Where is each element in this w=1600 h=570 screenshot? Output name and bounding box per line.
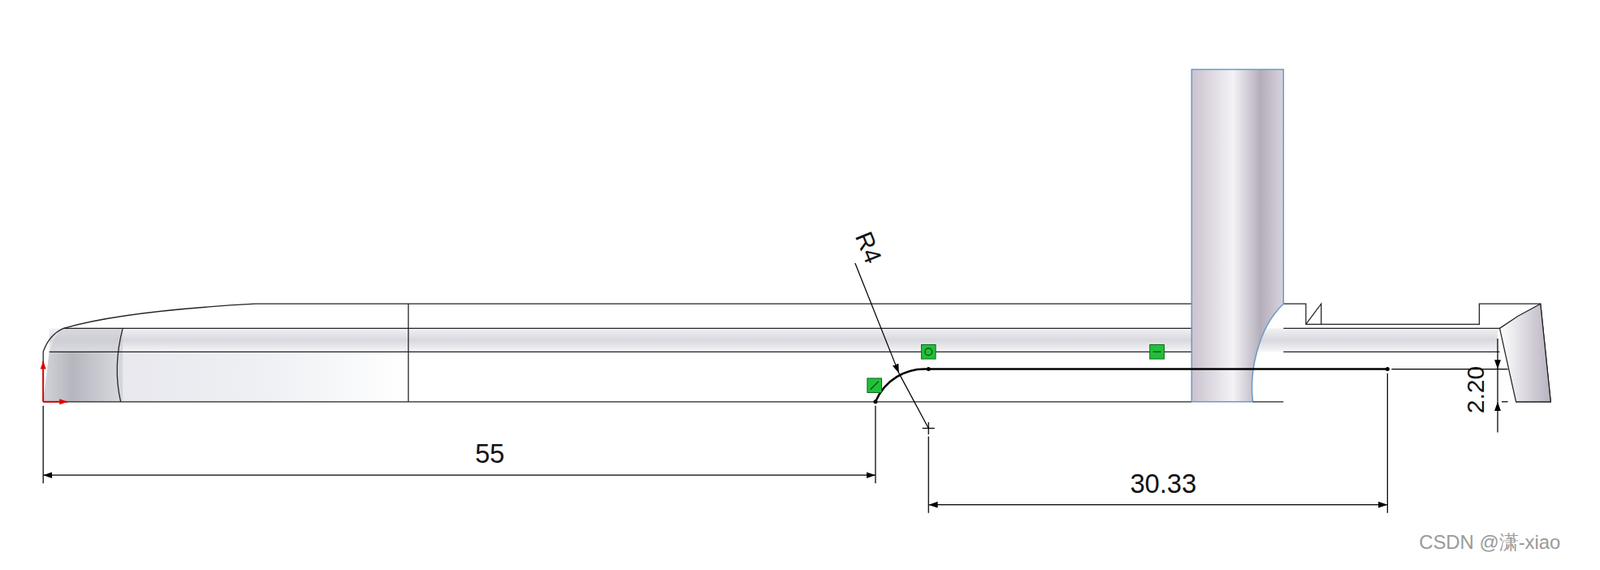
watermark: CSDN @潇-xiao <box>1418 532 1561 553</box>
radius-dimension: R4 <box>851 229 886 268</box>
length-dimension: 30.33 <box>1129 470 1197 498</box>
height-dimension: 2.20 <box>1463 366 1488 415</box>
length-dimension: 55 <box>475 441 505 468</box>
